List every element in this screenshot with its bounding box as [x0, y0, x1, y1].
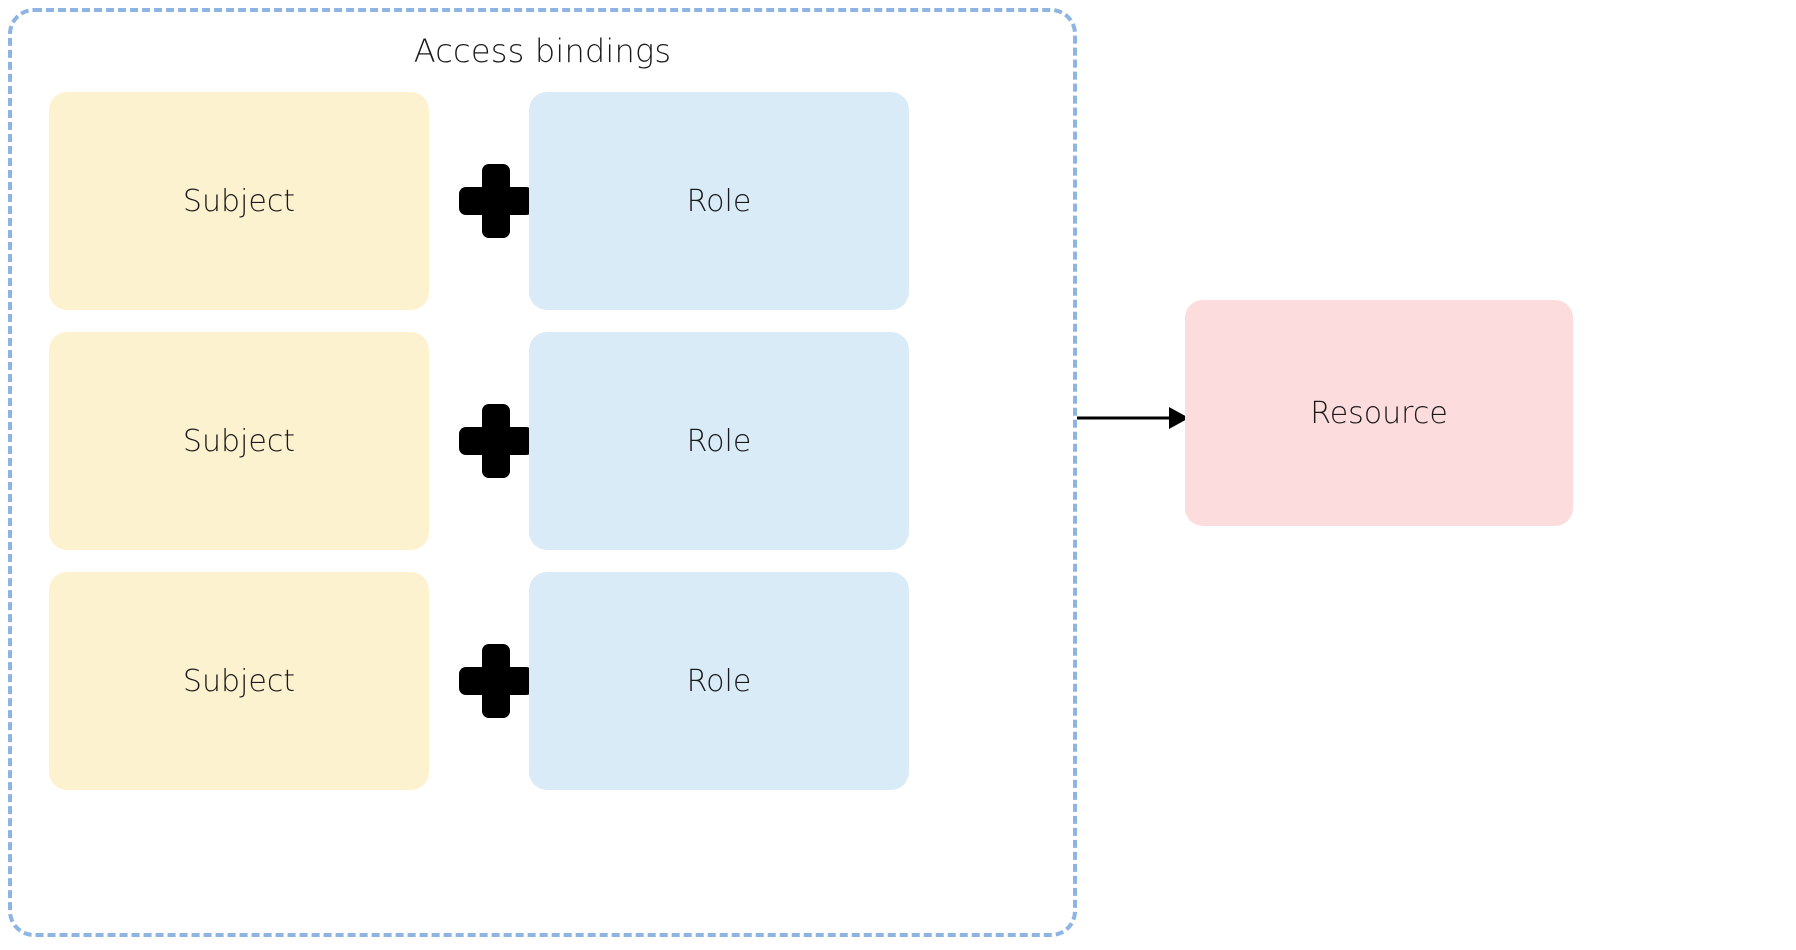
group-title: Access bindings — [413, 32, 672, 70]
plus-icon — [459, 164, 533, 238]
binding-row: Subject Role — [49, 332, 909, 550]
plus-icon — [459, 404, 533, 478]
binding-row: Subject Role — [49, 572, 909, 790]
role-box[interactable]: Role — [529, 332, 909, 550]
subject-box[interactable]: Subject — [49, 92, 429, 310]
role-box[interactable]: Role — [529, 572, 909, 790]
plus-icon — [459, 644, 533, 718]
role-box[interactable]: Role — [529, 92, 909, 310]
arrow-right-icon — [1077, 398, 1189, 438]
arrow-right-svg — [1077, 407, 1189, 429]
binding-row: Subject Role — [49, 92, 909, 310]
subject-box[interactable]: Subject — [49, 572, 429, 790]
resource-box[interactable]: Resource — [1185, 300, 1573, 526]
subject-box[interactable]: Subject — [49, 332, 429, 550]
access-bindings-group: Access bindings Subject Role Subject Rol… — [8, 8, 1077, 937]
